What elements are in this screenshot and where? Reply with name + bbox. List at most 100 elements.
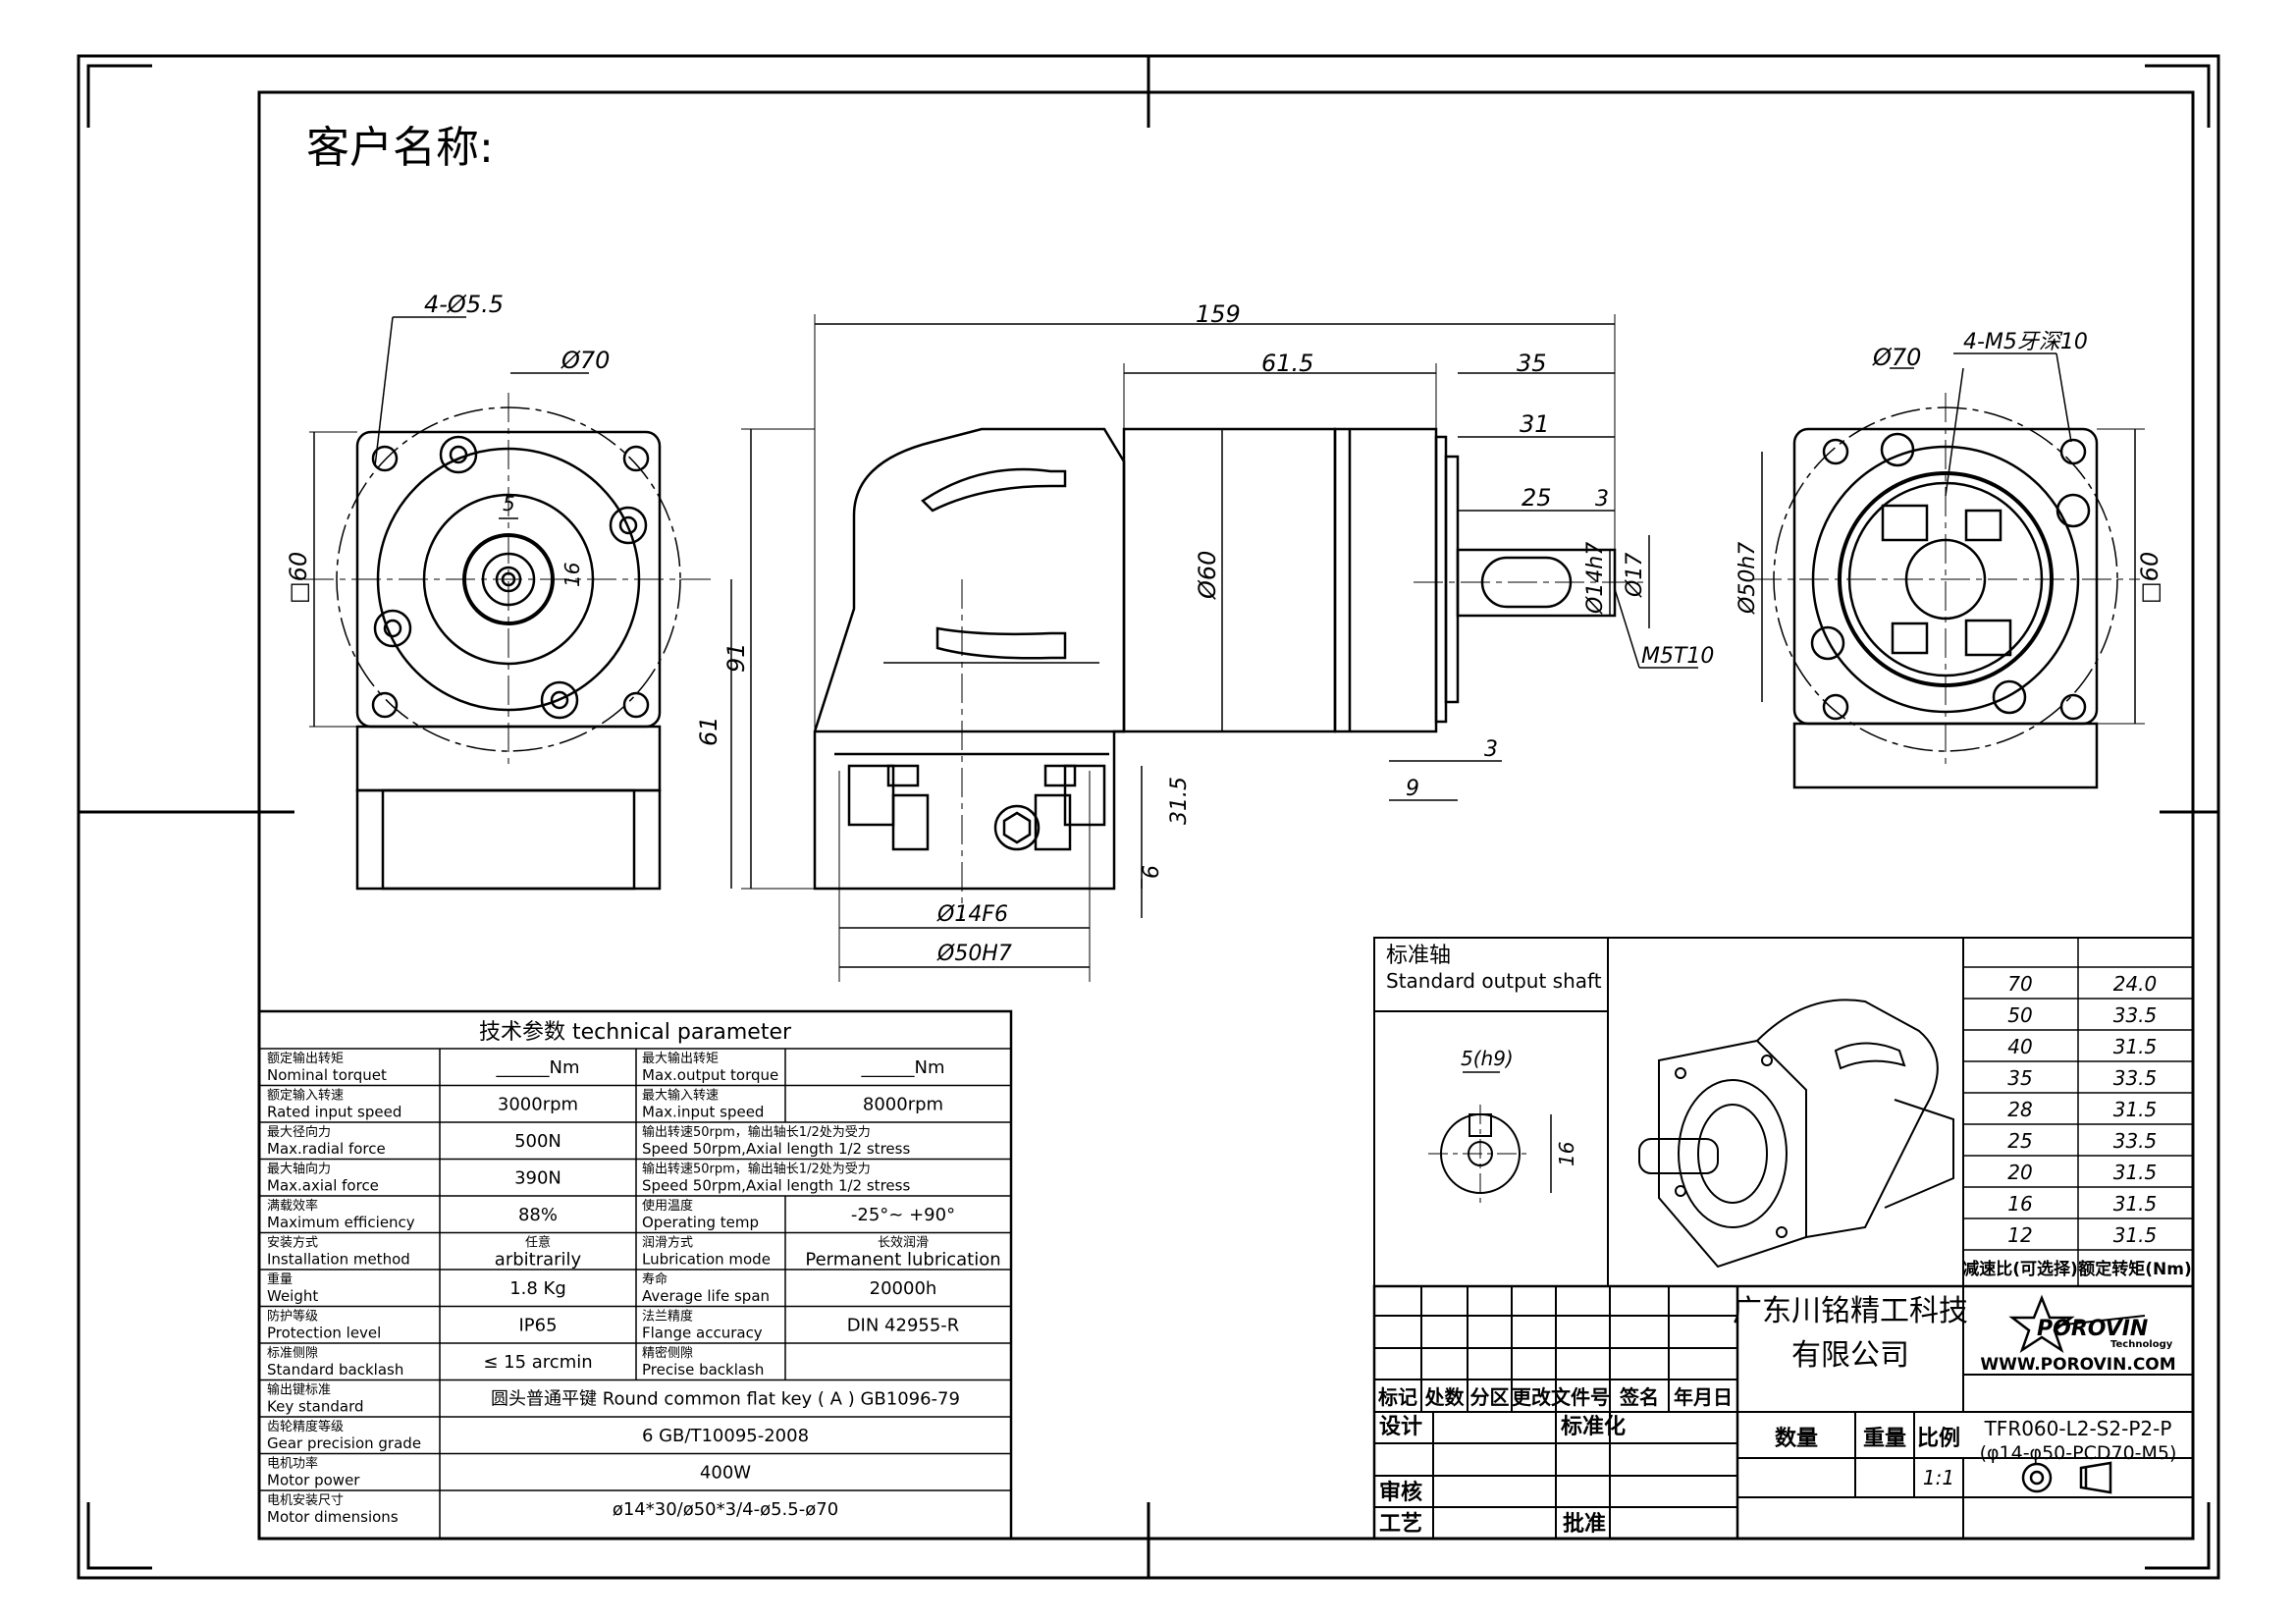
front-pcd-dim: Ø70 [561, 347, 610, 374]
tech-value: ______Nm [861, 1057, 945, 1078]
ratio-value: 70 [2007, 972, 2032, 996]
side-flange-9-dim: 9 [1406, 777, 1419, 801]
model-line-1: TFR060-L2-S2-P2-P [1984, 1417, 2172, 1440]
shaft-height-dim: 16 [1555, 1142, 1578, 1166]
side-key-len-dim: 25 [1522, 484, 1552, 512]
tech-label-cn: 最大输出转矩 [642, 1051, 719, 1066]
shaft-title-cn: 标准轴 [1386, 944, 1451, 968]
customer-label: 客户名称: [306, 123, 494, 173]
tech-label-cn: 法兰精度 [642, 1309, 693, 1325]
shaft-key-dim: 5(h9) [1461, 1047, 1514, 1070]
tech-label-en: Gear precision grade [267, 1434, 421, 1452]
ratio-value: 16 [2007, 1192, 2032, 1216]
tech-label-cn: 满载效率 [267, 1198, 318, 1214]
tech-label-en: Speed 50rpm,Axial length 1/2 stress [642, 1177, 910, 1195]
tech-value: ______Nm [496, 1057, 580, 1078]
weight-label: 重量 [1863, 1427, 1906, 1451]
title-block-header: 年月日 [1674, 1385, 1733, 1409]
ratio-value: 28 [2007, 1098, 2032, 1121]
torque-value: 33.5 [2113, 1066, 2158, 1090]
side-dia-60-dim: Ø60 [1194, 551, 1221, 600]
side-shaft-31-dim: 31 [1520, 410, 1550, 438]
model-line-2: (φ14-φ50-PCD70-M5) [1980, 1442, 2177, 1464]
logo-text: POROVIN [2037, 1317, 2148, 1341]
tech-label-en: Max.radial force [267, 1140, 386, 1158]
tech-label-cn: 电机功率 [267, 1456, 318, 1472]
tech-value: 8000rpm [863, 1095, 943, 1115]
tech-label-cn: 额定输入转速 [267, 1088, 344, 1104]
tech-value: DIN 42955-R [847, 1316, 960, 1336]
title-block-header: 签名 [1619, 1385, 1659, 1409]
torque-value: 31.5 [2113, 1161, 2158, 1184]
tech-label-cn: 输出转速50rpm，输出轴长1/2处为受力 [642, 1162, 871, 1177]
rear-square-dim: □60 [2136, 552, 2163, 604]
tech-label-cn: 润滑方式 [642, 1235, 693, 1251]
rear-view [1752, 352, 2145, 789]
tech-label-en: Average life span [642, 1287, 770, 1305]
front-view [304, 316, 717, 891]
tech-value: 3000rpm [498, 1095, 578, 1115]
tech-table-title: 技术参数 technical parameter [479, 1020, 792, 1045]
front-key-w-dim: 5 [503, 492, 515, 515]
side-shaft-len-dim: 35 [1517, 350, 1547, 377]
tech-label-en: Rated input speed [267, 1104, 401, 1121]
tech-value: Permanent lubrication [805, 1250, 1000, 1271]
side-base-6-dim: 6 [1140, 865, 1164, 879]
tech-value: ≤ 15 arcmin [483, 1352, 592, 1373]
side-body-dim: 61.5 [1261, 350, 1313, 377]
tech-value-cn: 任意 [525, 1235, 551, 1251]
website: WWW.POROVIN.COM [1980, 1355, 2175, 1375]
scale-label: 比例 [1917, 1427, 1960, 1451]
tech-label-cn: 标准侧隙 [267, 1346, 318, 1361]
tech-label-en: Key standard [267, 1398, 364, 1416]
side-height-91-dim: 91 [722, 642, 750, 673]
tech-label-en: Protection level [267, 1325, 381, 1342]
side-thread-dim: M5T10 [1641, 644, 1714, 669]
tech-label-en: Operating temp [642, 1214, 759, 1231]
side-shaft-17-dim: Ø17 [1623, 553, 1647, 598]
shaft-title-en: Standard output shaft [1386, 969, 1602, 993]
torque-value: 31.5 [2113, 1192, 2158, 1216]
tech-value: -25°~ +90° [851, 1205, 955, 1225]
qty-label: 数量 [1775, 1426, 1818, 1451]
tech-value: 88% [518, 1205, 558, 1225]
ratio-value: 50 [2007, 1003, 2032, 1027]
ratio-value: 40 [2007, 1035, 2032, 1058]
tech-label-cn: 安装方式 [267, 1235, 318, 1251]
tech-label-en: Max.output torque [642, 1066, 778, 1084]
tech-label-cn: 重量 [267, 1271, 293, 1287]
tech-label-cn: 电机安装尺寸 [267, 1493, 344, 1508]
tech-value: 390N [514, 1168, 561, 1189]
title-block-header: 更改文件号 [1512, 1385, 1610, 1409]
tech-value: IP65 [518, 1316, 557, 1336]
tech-label-cn: 寿命 [642, 1271, 667, 1287]
tech-value: ø14*30/ø50*3/4-ø5.5-ø70 [613, 1499, 838, 1520]
technical-parameter-table [257, 1009, 1013, 1541]
company-line-2: 有限公司 [1791, 1338, 1909, 1373]
ratio-head: 减速比(可选择) [1962, 1259, 2078, 1279]
gearbox-3d-render [1638, 999, 1954, 1269]
side-base-315-dim: 31.5 [1167, 777, 1192, 825]
torque-head: 额定转矩(Nm) [2078, 1259, 2191, 1279]
side-key-off-dim: 3 [1595, 487, 1609, 512]
ratio-value: 35 [2007, 1066, 2032, 1090]
ratio-value: 20 [2007, 1161, 2032, 1184]
tech-label-en: Speed 50rpm,Axial length 1/2 stress [642, 1140, 910, 1158]
torque-value: 33.5 [2113, 1129, 2158, 1153]
inner-frame [257, 90, 2195, 1541]
tech-label-cn: 额定输出转矩 [267, 1051, 344, 1066]
tech-label-en: Standard backlash [267, 1361, 403, 1379]
tech-label-cn: 输出转速50rpm，输出轴长1/2处为受力 [642, 1124, 871, 1140]
tech-label-cn: 齿轮精度等级 [267, 1419, 344, 1434]
tech-label-en: Nominal torquet [267, 1066, 387, 1084]
front-holes-dim: 4-Ø5.5 [424, 291, 504, 318]
